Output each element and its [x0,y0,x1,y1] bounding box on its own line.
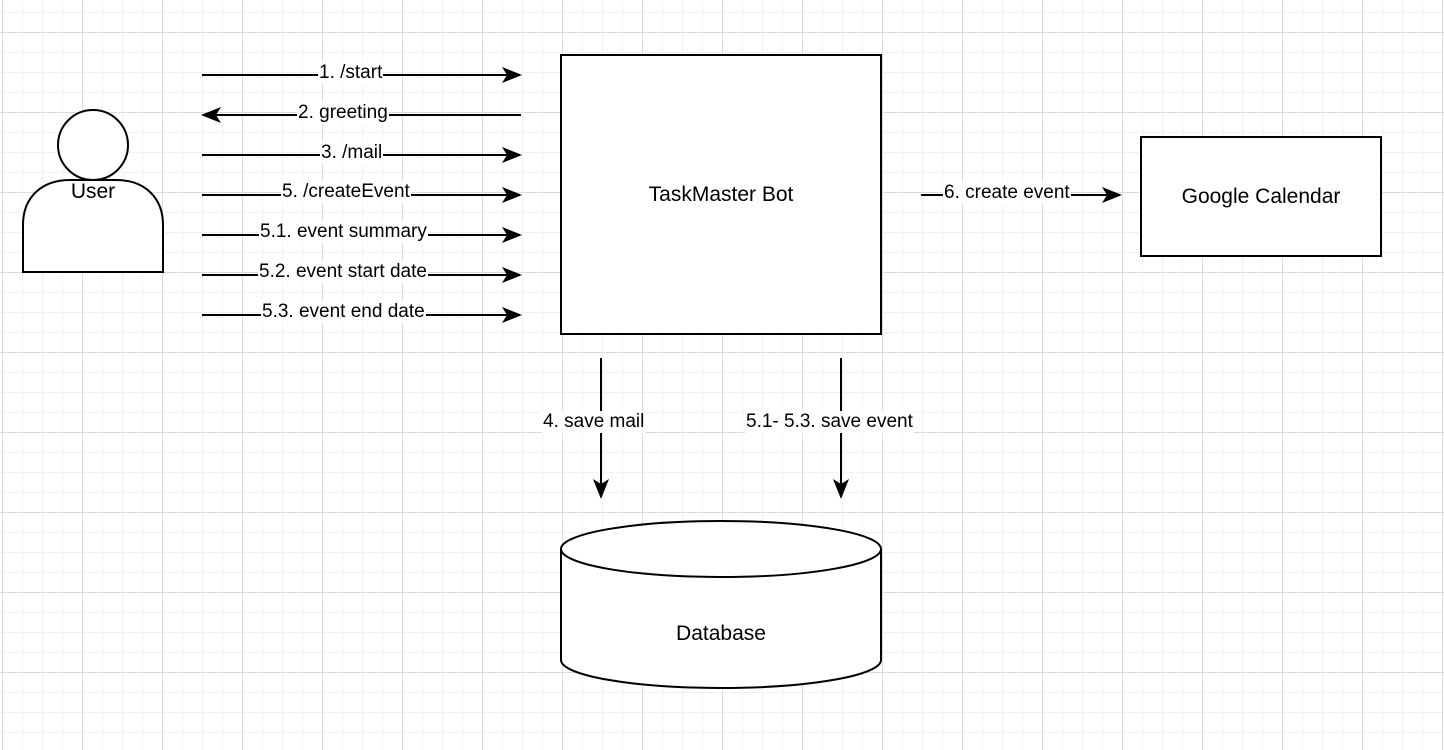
database-cylinder-icon[interactable] [560,520,882,689]
edge-event-start-label: 5.2. event start date [258,261,428,283]
edge-event-end-label: 5.3. event end date [261,301,426,323]
edge-mail-label: 3. /mail [320,142,384,164]
user-label: User [70,180,116,203]
taskmaster-bot-node[interactable]: TaskMaster Bot [560,54,882,335]
database-label: Database [676,622,766,645]
edge-save-event-label: 5.1- 5.3. save event [745,411,914,433]
edge-start-label: 1. /start [318,62,384,84]
taskmaster-bot-label: TaskMaster Bot [648,182,794,206]
edge-event-summary-label: 5.1. event summary [259,221,428,243]
google-calendar-node[interactable]: Google Calendar [1140,136,1382,257]
edge-save-mail-label: 4. save mail [542,411,646,433]
edge-calendar-create-label: 6. create event [943,182,1071,204]
edge-greeting-label: 2. greeting [297,102,389,124]
user-actor-icon[interactable] [22,109,164,273]
edge-create-event-label: 5. /createEvent [281,181,411,203]
google-calendar-label: Google Calendar [1181,184,1341,208]
